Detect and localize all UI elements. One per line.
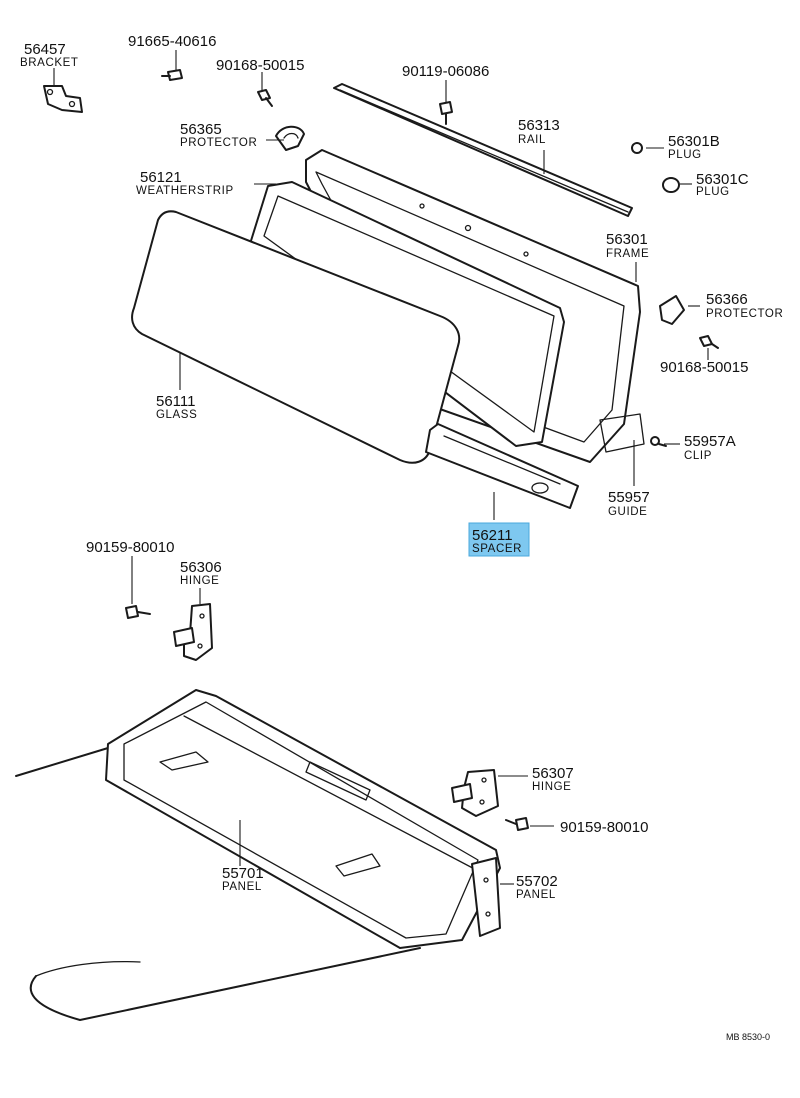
spacer-part (425, 423, 579, 509)
protector-left-part (275, 125, 305, 151)
label-plug-c-number: 56301C (696, 171, 749, 188)
label-protector-right-name: PROTECTOR (706, 308, 783, 320)
label-panel-side[interactable]: 55702 PANEL (516, 873, 558, 901)
label-glass-number: 56111 (156, 393, 196, 410)
label-screw-top-number: 90168-50015 (216, 57, 304, 74)
label-frame[interactable]: 56301 FRAME (606, 231, 649, 260)
label-rail-name: RAIL (518, 134, 546, 146)
label-hinge-left-number: 56306 (180, 559, 222, 576)
panel-side-part (471, 857, 501, 937)
label-frame-name: FRAME (606, 248, 649, 260)
label-weatherstrip-number: 56121 (140, 169, 182, 186)
label-screw-rail-number: 90119-06086 (402, 63, 489, 80)
label-bracket[interactable]: 56457 BRACKET (20, 41, 79, 69)
label-plug-c[interactable]: 56301C PLUG (696, 171, 749, 198)
label-bolt-hinge-right-number: 90159-80010 (560, 819, 648, 836)
plug-c-part (662, 177, 680, 193)
label-screw-rail[interactable]: 90119-06086 (402, 63, 489, 80)
label-panel-side-number: 55702 (516, 873, 558, 890)
label-plug-c-name: PLUG (696, 186, 730, 198)
label-glass[interactable]: 56111 GLASS (156, 393, 197, 421)
label-panel-main-number: 55701 (222, 865, 264, 882)
label-hinge-right[interactable]: 56307 HINGE (532, 765, 574, 793)
label-bolt-hinge-left-number: 90159-80010 (86, 539, 174, 556)
label-weatherstrip-name: WEATHERSTRIP (136, 185, 234, 197)
label-bracket-number: 56457 (24, 41, 66, 58)
label-glass-name: GLASS (156, 409, 197, 421)
label-bolt-hinge-left[interactable]: 90159-80010 (86, 539, 174, 556)
hinge-right-part (451, 769, 499, 817)
label-protector-left-name: PROTECTOR (180, 137, 257, 149)
label-clip[interactable]: 55957A CLIP (684, 433, 736, 462)
label-protector-right[interactable]: 56366 PROTECTOR (706, 291, 783, 320)
label-screw-top[interactable]: 90168-50015 (216, 57, 304, 74)
clip-part (650, 436, 667, 447)
bolt-part-top (161, 69, 183, 81)
label-rail-number: 56313 (518, 117, 560, 134)
label-panel-side-name: PANEL (516, 889, 556, 901)
label-spacer-number: 56211 (472, 527, 513, 544)
label-bolt-top-number: 91665-40616 (128, 33, 216, 50)
label-plug-b-name: PLUG (668, 149, 702, 161)
label-bracket-name: BRACKET (20, 57, 79, 69)
label-protector-left[interactable]: 56365 PROTECTOR (180, 121, 257, 149)
label-screw-right-number: 90168-50015 (660, 359, 748, 376)
label-panel-main-name: PANEL (222, 881, 262, 893)
label-hinge-left[interactable]: 56306 HINGE (180, 559, 222, 587)
label-hinge-left-name: HINGE (180, 575, 219, 587)
label-protector-right-number: 56366 (706, 291, 748, 308)
rail-part (333, 83, 633, 217)
label-panel-main[interactable]: 55701 PANEL (222, 865, 264, 893)
bolt-part-hinge-right (505, 817, 529, 831)
label-rail[interactable]: 56313 RAIL (518, 117, 560, 146)
label-frame-number: 56301 (606, 231, 648, 248)
leader-lines (53, 50, 709, 885)
label-guide-name: GUIDE (608, 506, 647, 518)
label-plug-b-number: 56301B (668, 133, 720, 150)
bolt-part-hinge-left (125, 605, 151, 619)
label-hinge-right-name: HINGE (532, 781, 571, 793)
label-protector-left-number: 56365 (180, 121, 222, 138)
label-clip-name: CLIP (684, 450, 712, 462)
label-guide[interactable]: 55957 GUIDE (608, 489, 650, 518)
label-weatherstrip[interactable]: 56121 WEATHERSTRIP (136, 169, 234, 197)
label-clip-number: 55957A (684, 433, 736, 450)
reference-code: MB 8530-0 (726, 1032, 770, 1042)
protector-right-part (659, 295, 685, 325)
hinge-left-part (173, 603, 213, 661)
label-spacer-name: SPACER (472, 543, 522, 555)
plug-b-part (631, 142, 643, 154)
screw-part-top (257, 89, 273, 107)
label-plug-b[interactable]: 56301B PLUG (668, 133, 720, 161)
glass-part (131, 210, 461, 464)
screw-part-right (699, 335, 719, 349)
label-bolt-top[interactable]: 91665-40616 (128, 33, 216, 50)
screw-part-rail (439, 101, 453, 125)
label-bolt-hinge-right[interactable]: 90159-80010 (560, 819, 648, 836)
label-guide-number: 55957 (608, 489, 650, 506)
panel-main-part (15, 689, 501, 1021)
label-screw-right[interactable]: 90168-50015 (660, 359, 748, 376)
bracket-part (43, 85, 83, 113)
label-hinge-right-number: 56307 (532, 765, 574, 782)
label-spacer[interactable]: 56211 SPACER (468, 522, 530, 557)
spacer-highlight (468, 522, 530, 557)
